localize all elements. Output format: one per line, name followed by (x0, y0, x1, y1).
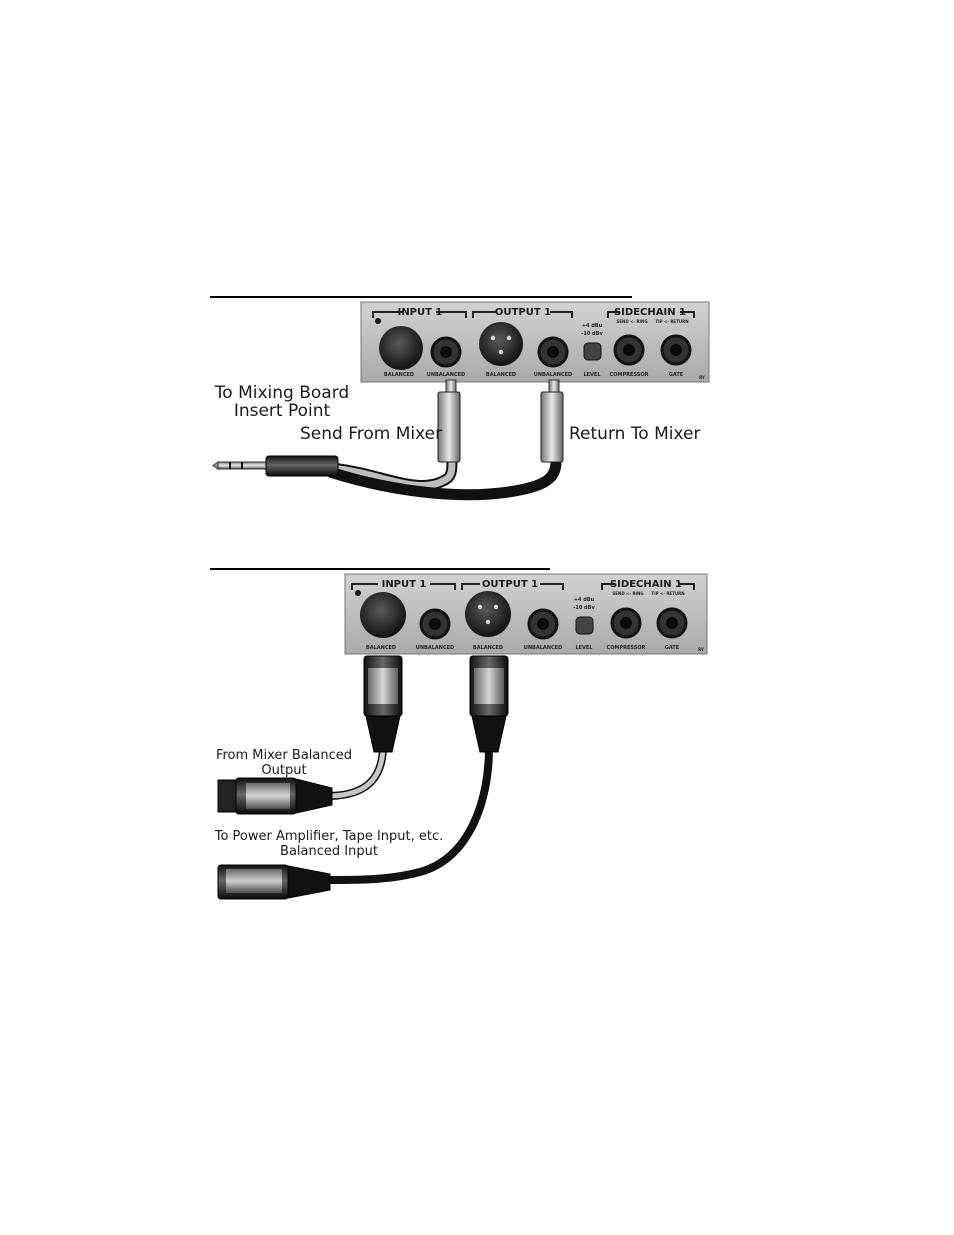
jack-label-balanced-in-2: BALANCED (366, 645, 396, 651)
level-mark-plus4-2: +4 dBu (574, 597, 595, 603)
output-header: OUTPUT 1 (495, 307, 551, 318)
rear-panel-1: INPUT 1 OUTPUT 1 SIDECHAIN 1 SEND <- RIN… (360, 301, 710, 383)
input-header: INPUT 1 (398, 307, 443, 318)
label-from-mixer-line2: Output (261, 763, 306, 778)
label-power-amp-line1: To Power Amplifier, Tape Input, etc. (214, 829, 444, 844)
sidechain-sub2: TIP <- RETURN (655, 319, 688, 324)
xlr-plug-to-amp (217, 864, 331, 900)
jack-label-unbalanced-in-2: UNBALANCED (416, 645, 454, 651)
label-power-amp-line2: Balanced Input (280, 844, 378, 859)
sidechain-header: SIDECHAIN 1 (614, 307, 686, 318)
xlr-input-jack[interactable] (379, 326, 423, 370)
jack-label-unbalanced-out-2: UNBALANCED (524, 645, 562, 651)
jack-label-unbalanced-in: UNBALANCED (427, 372, 465, 378)
label-return-to-mixer: Return To Mixer (569, 424, 701, 444)
label-send-from-mixer: Send From Mixer (300, 424, 442, 444)
return-cable (328, 461, 562, 501)
level-switch-2[interactable] (575, 616, 594, 635)
send-plug (437, 379, 461, 463)
level-mark-plus4: +4 dBu (582, 323, 603, 329)
xlr-output-jack[interactable] (479, 322, 523, 366)
sidechain-header-2: SIDECHAIN 1 (610, 579, 682, 590)
return-plug (540, 379, 564, 463)
level-mark-minus10: -10 dBv (581, 331, 603, 337)
diagram-balanced-connection: INPUT 1 OUTPUT 1 SIDECHAIN 1 SEND <- RIN… (210, 568, 708, 900)
sidechain-sub2-2: TIP <- RETURN (651, 591, 684, 596)
label-mixing-board-line2: Insert Point (234, 401, 331, 421)
jack-label-balanced-in: BALANCED (384, 372, 414, 378)
jack-label-gate: GATE (669, 372, 684, 378)
sidechain-sub1-2: SEND <- RING (612, 591, 643, 596)
jack-label-balanced-out-2: BALANCED (473, 645, 503, 651)
xlr-plug-from-mixer (217, 777, 333, 815)
jack-label-balanced-out: BALANCED (486, 372, 516, 378)
jack-label-unbalanced-out: UNBALANCED (534, 372, 572, 378)
jack-label-compressor-2: COMPRESSOR (607, 645, 646, 651)
corner-mark: RY (699, 375, 705, 380)
xlr-output-jack-2[interactable] (465, 591, 511, 637)
sidechain-sub1: SEND <- RING (616, 319, 647, 324)
level-switch[interactable] (583, 342, 602, 361)
output-header-2: OUTPUT 1 (482, 579, 538, 590)
trs-insert-plug (212, 455, 339, 477)
jack-label-compressor: COMPRESSOR (610, 372, 649, 378)
xlr-input-jack-2[interactable] (360, 592, 406, 638)
corner-mark-2: RY (698, 647, 704, 652)
jack-label-level-2: LEVEL (575, 645, 593, 651)
level-mark-minus10-2: -10 dBv (573, 605, 595, 611)
jack-label-level: LEVEL (583, 372, 601, 378)
rear-panel-2: INPUT 1 OUTPUT 1 SIDECHAIN 1 SEND <- RIN… (344, 573, 708, 655)
diagram-insert-connection: INPUT 1 OUTPUT 1 SIDECHAIN 1 SEND <- RIN… (210, 296, 710, 501)
input-header-2: INPUT 1 (382, 579, 427, 590)
xlr-plug-input (363, 655, 403, 753)
xlr-plug-output (469, 655, 509, 753)
jack-label-gate-2: GATE (665, 645, 680, 651)
output-xlr-cable (329, 747, 493, 884)
label-from-mixer-line1: From Mixer Balanced (216, 748, 352, 763)
label-mixing-board-line1: To Mixing Board (214, 383, 349, 403)
